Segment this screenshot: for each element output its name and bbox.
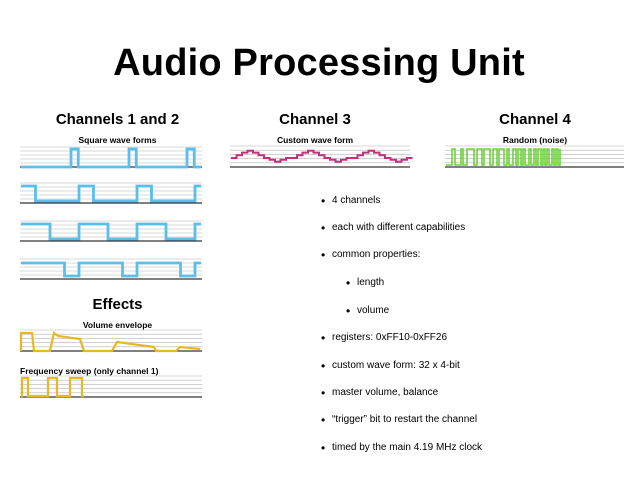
channel-4-heading: Channel 4 <box>499 111 571 128</box>
frequency-sweep-label: Frequency sweep (only channel 1) <box>20 366 159 376</box>
bullet-item: master volume, balance <box>321 386 438 400</box>
custom-wave-label: Custom wave form <box>276 135 354 145</box>
channels-1-2-heading: Channels 1 and 2 <box>55 111 180 128</box>
bullet-item: “trigger” bit to restart the channel <box>321 413 477 427</box>
bullet-item: each with different capabilities <box>321 221 465 235</box>
bullet-item: custom wave form: 32 x 4-bit <box>321 359 460 373</box>
waveforms <box>19 147 561 398</box>
volume-envelope-wave <box>19 331 201 353</box>
bullet-item: 4 channels <box>321 194 380 208</box>
effects-heading: Effects <box>92 296 143 313</box>
slide-title: Audio Processing Unit <box>113 42 525 84</box>
noise-label: Random (noise) <box>502 135 568 145</box>
square-wave-2 <box>21 184 201 203</box>
bullet-item: registers: 0xFF10-0xFF26 <box>321 331 447 345</box>
bullet-subitem: volume <box>346 304 389 318</box>
custom-wave <box>231 149 413 163</box>
volume-envelope-label: Volume envelope <box>82 320 153 330</box>
square-wave-4 <box>21 261 201 278</box>
channel-3-heading: Channel 3 <box>279 111 351 128</box>
noise-wave <box>446 148 561 166</box>
bullet-item: timed by the main 4.19 MHz clock <box>321 441 482 455</box>
bullet-item: common properties: <box>321 248 420 262</box>
square-wave-3 <box>21 222 201 241</box>
bullet-subitem: length <box>346 276 384 290</box>
square-wave-label: Square wave forms <box>78 135 157 145</box>
square-wave-1 <box>21 147 201 169</box>
frequency-sweep-wave <box>20 376 84 398</box>
